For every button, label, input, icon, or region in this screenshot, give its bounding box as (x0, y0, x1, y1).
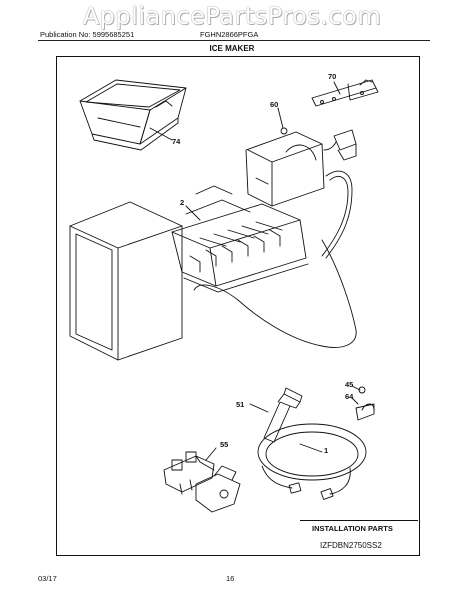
callout-55: 55 (220, 440, 229, 449)
water-valve-part (163, 451, 241, 513)
footer-date: 03/17 (38, 574, 57, 583)
installation-parts-label: INSTALLATION PARTS (312, 524, 393, 533)
leader-1 (299, 443, 323, 453)
leader-55 (205, 447, 217, 461)
installation-rule (300, 520, 418, 521)
screw-45-part (358, 386, 366, 394)
leader-60 (277, 107, 284, 129)
section-title: ICE MAKER (209, 44, 255, 53)
callout-64: 64 (345, 392, 354, 401)
model-number: FGHN2866PFGA (200, 30, 259, 39)
leader-74 (149, 127, 173, 141)
control-housing-part (245, 131, 325, 207)
feeler-arm-part (321, 170, 353, 259)
drawing-code: IZFDBN2750SS2 (320, 541, 382, 550)
callout-74: 74 (172, 137, 181, 146)
page-number: 16 (226, 574, 235, 583)
publication-number: Publication No: 5995685251 (40, 30, 135, 39)
front-cover-part (69, 201, 183, 361)
mounting-bracket-part (311, 79, 379, 107)
callout-45: 45 (345, 380, 354, 389)
screw-60-part (280, 127, 288, 135)
watermark-logo: AppliancePartsPros.com (82, 2, 382, 30)
ice-mold-part (171, 185, 309, 293)
callout-1: 1 (324, 446, 329, 455)
harness-connector-part (323, 129, 357, 161)
callout-70: 70 (328, 72, 337, 81)
callout-2: 2 (180, 198, 185, 207)
leader-2 (185, 205, 201, 221)
leader-70 (333, 81, 341, 95)
ice-bin-part (79, 79, 187, 151)
callout-60: 60 (270, 100, 279, 109)
leader-51 (249, 403, 269, 413)
wire-harness-part (193, 239, 357, 348)
callout-51: 51 (236, 400, 245, 409)
diagram-frame (56, 56, 420, 556)
header-rule (38, 40, 430, 41)
water-line-part (257, 423, 367, 500)
fill-tube-part (263, 387, 303, 443)
leader-64 (351, 397, 359, 405)
clamp-part (355, 403, 375, 421)
